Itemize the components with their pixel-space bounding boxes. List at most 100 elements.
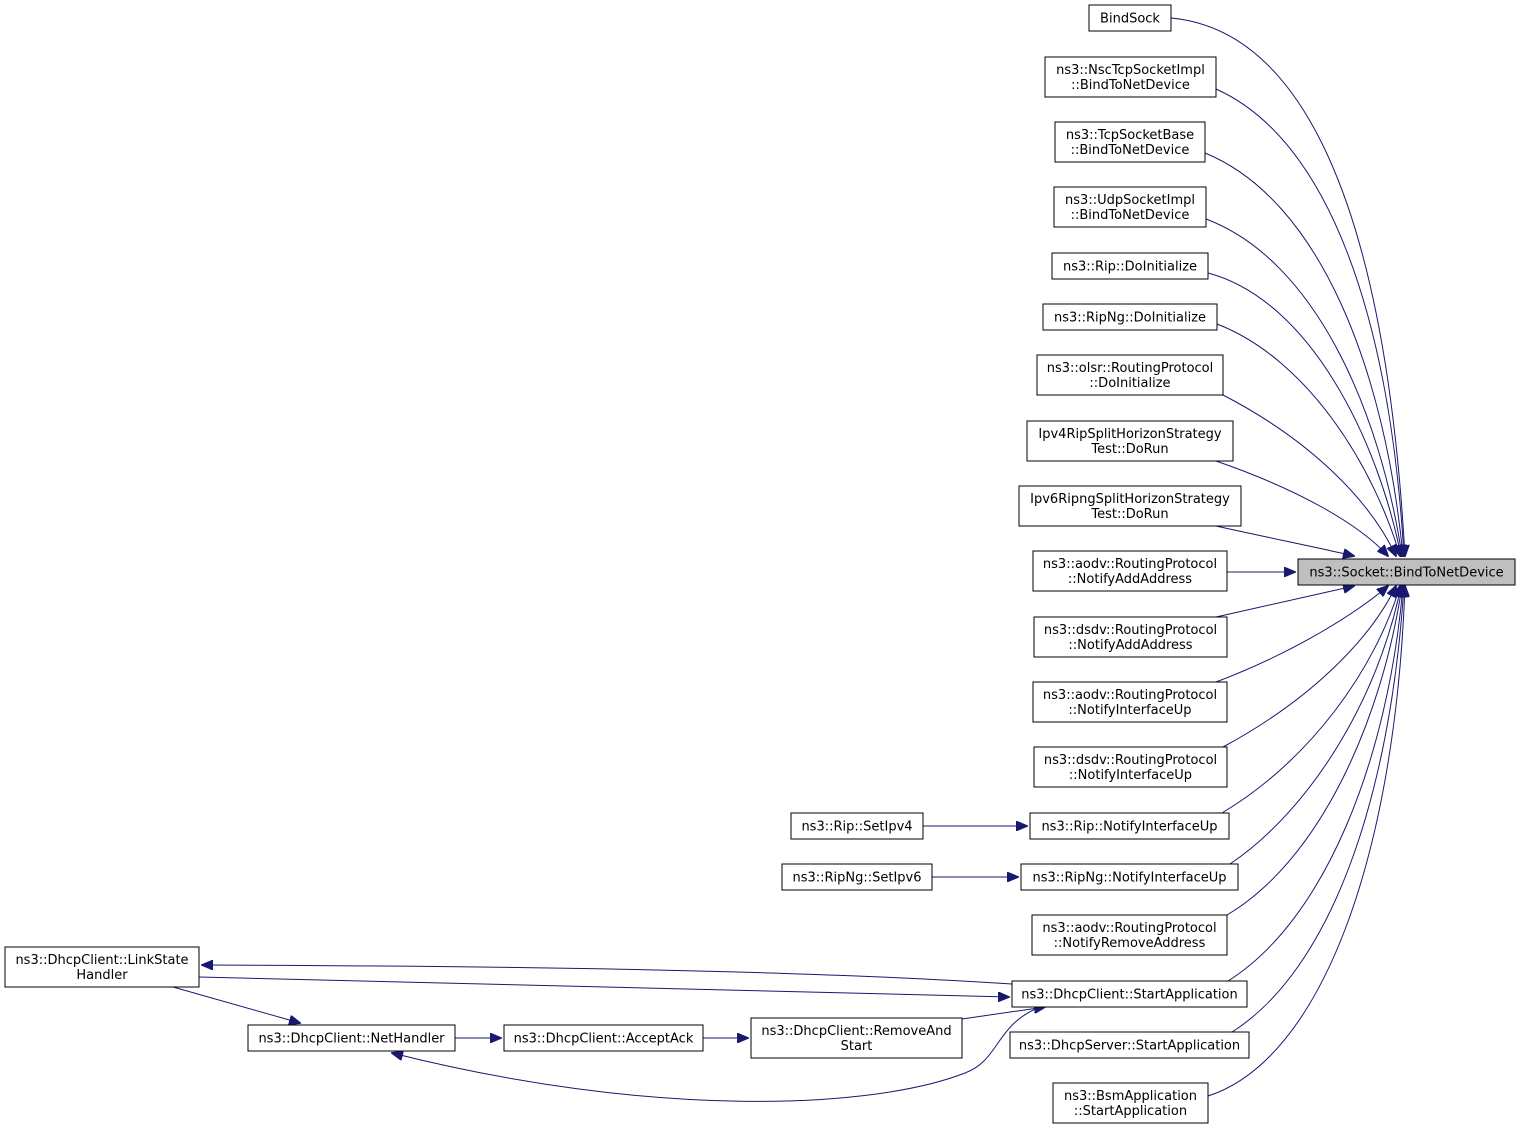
node-label: ns3::aodv::RoutingProtocol — [1043, 688, 1217, 703]
node-rip-doinit[interactable]: ns3::Rip::DoInitialize — [1051, 252, 1209, 280]
node-rip-ifup[interactable]: ns3::Rip::NotifyInterfaceUp — [1029, 812, 1230, 840]
node-box — [1009, 1031, 1250, 1059]
node-aodv-addaddr[interactable]: ns3::aodv::RoutingProtocol::NotifyAddAdd… — [1032, 550, 1228, 592]
node-rip-setipv4[interactable]: ns3::Rip::SetIpv4 — [790, 812, 924, 840]
node-label: ::BindToNetDevice — [1071, 78, 1190, 93]
edge-dhcp-linkstate-to-dhcpclient-start — [198, 976, 1009, 997]
node-box — [781, 863, 933, 891]
node-label: ::DoInitialize — [1089, 376, 1170, 391]
node-label: ns3::DhcpServer::StartApplication — [1019, 1039, 1240, 1054]
node-label: ns3::aodv::RoutingProtocol — [1043, 557, 1217, 572]
edge-bindsock-to-focus — [1170, 17, 1405, 556]
node-box — [750, 1017, 963, 1059]
edge-ipv4rip-dorun-to-focus — [1215, 460, 1388, 556]
node-box — [4, 946, 200, 988]
node-label: ns3::dsdv::RoutingProtocol — [1044, 623, 1217, 638]
node-ripng-doinit[interactable]: ns3::RipNg::DoInitialize — [1042, 303, 1218, 331]
node-label: ns3::RipNg::SetIpv6 — [792, 871, 921, 886]
node-label: ::NotifyInterfaceUp — [1069, 768, 1192, 783]
node-box — [1044, 56, 1217, 98]
node-label: Handler — [76, 968, 128, 983]
node-label: ::BindToNetDevice — [1071, 143, 1190, 158]
node-box — [1018, 485, 1242, 527]
node-udp-bind[interactable]: ns3::UdpSocketImpl::BindToNetDevice — [1053, 186, 1207, 228]
node-label: ns3::UdpSocketImpl — [1065, 193, 1195, 208]
node-box — [1052, 1082, 1209, 1124]
edge-dsdv-addaddr-to-focus — [1215, 586, 1354, 618]
node-label: ns3::DhcpClient::AcceptAck — [514, 1032, 694, 1047]
node-box — [790, 812, 924, 840]
node-nsc-tcp-bind[interactable]: ns3::NscTcpSocketImpl::BindToNetDevice — [1044, 56, 1217, 98]
edge-dhcpclient-start-to-focus — [1227, 586, 1403, 982]
node-box — [1029, 812, 1230, 840]
node-dhcp-nethandler[interactable]: ns3::DhcpClient::NetHandler — [247, 1024, 456, 1052]
edge-ripng-ifup-to-focus — [1229, 586, 1401, 865]
node-box — [1297, 558, 1516, 586]
node-dsdv-addaddr[interactable]: ns3::dsdv::RoutingProtocol::NotifyAddAdd… — [1033, 616, 1228, 658]
node-dsdv-ifup[interactable]: ns3::dsdv::RoutingProtocol::NotifyInterf… — [1033, 746, 1228, 788]
node-box — [1088, 4, 1172, 32]
edge-rip-doinit-to-focus — [1207, 272, 1401, 556]
node-label: ns3::RipNg::NotifyInterfaceUp — [1032, 871, 1226, 886]
node-ripng-ifup[interactable]: ns3::RipNg::NotifyInterfaceUp — [1020, 863, 1239, 891]
node-label: ::NotifyAddAddress — [1068, 638, 1192, 653]
node-label: BindSock — [1100, 12, 1160, 27]
node-label: ns3::RipNg::DoInitialize — [1054, 311, 1206, 326]
node-label: ns3::Rip::DoInitialize — [1063, 260, 1197, 275]
edge-ipv6ripng-dorun-to-focus — [1215, 525, 1354, 556]
node-box — [1020, 863, 1239, 891]
node-olsr-doinit[interactable]: ns3::olsr::RoutingProtocol::DoInitialize — [1036, 354, 1224, 396]
node-ripng-setipv6[interactable]: ns3::RipNg::SetIpv6 — [781, 863, 933, 891]
node-label: ns3::aodv::RoutingProtocol — [1042, 921, 1216, 936]
edge-udp-bind-to-focus — [1205, 218, 1402, 556]
node-label: ns3::DhcpClient::StartApplication — [1021, 988, 1237, 1003]
edge-dhcpclient-start-to-dhcp-linkstate — [202, 965, 1013, 985]
edge-dhcpserver-start-to-focus — [1231, 586, 1404, 1033]
node-label: ns3::DhcpClient::LinkState — [15, 953, 188, 968]
edge-dhcp-linkstate-to-dhcp-nethandler — [172, 986, 300, 1023]
node-box — [1033, 616, 1228, 658]
node-label: Start — [841, 1039, 873, 1054]
node-label: ns3::dsdv::RoutingProtocol — [1044, 753, 1217, 768]
node-label: ns3::Rip::NotifyInterfaceUp — [1041, 820, 1217, 835]
node-label: Test::DoRun — [1090, 442, 1168, 457]
node-focus[interactable]: ns3::Socket::BindToNetDevice — [1297, 558, 1516, 586]
node-label: ns3::TcpSocketBase — [1066, 128, 1194, 143]
node-box — [1011, 980, 1248, 1008]
node-label: ns3::BsmApplication — [1064, 1089, 1197, 1104]
node-box — [1033, 746, 1228, 788]
node-bindsock[interactable]: BindSock — [1088, 4, 1172, 32]
node-label: Test::DoRun — [1090, 507, 1168, 522]
focus-node-label: ns3::Socket::BindToNetDevice — [1309, 566, 1503, 581]
node-aodv-ifup[interactable]: ns3::aodv::RoutingProtocol::NotifyInterf… — [1032, 681, 1228, 723]
node-box — [1051, 252, 1209, 280]
node-box — [1031, 914, 1228, 956]
node-box — [1054, 121, 1206, 163]
node-dhcp-acceptack[interactable]: ns3::DhcpClient::AcceptAck — [503, 1024, 704, 1052]
edge-bsm-start-to-focus — [1207, 586, 1405, 1097]
node-label: ::NotifyRemoveAddress — [1054, 936, 1206, 951]
node-box — [1032, 550, 1228, 592]
edge-rip-ifup-to-focus — [1221, 586, 1400, 814]
node-dhcpclient-start[interactable]: ns3::DhcpClient::StartApplication — [1011, 980, 1248, 1008]
node-box — [1042, 303, 1218, 331]
node-bsm-start[interactable]: ns3::BsmApplication::StartApplication — [1052, 1082, 1209, 1124]
node-box — [247, 1024, 456, 1052]
edge-dhcp-removeandstart-to-dhcpclient-start — [961, 1007, 1045, 1020]
node-dhcpserver-start[interactable]: ns3::DhcpServer::StartApplication — [1009, 1031, 1250, 1059]
node-box — [1032, 681, 1228, 723]
node-label: ns3::olsr::RoutingProtocol — [1047, 361, 1214, 376]
node-box — [1053, 186, 1207, 228]
node-label: Ipv4RipSplitHorizonStrategy — [1038, 427, 1221, 442]
node-label: ::BindToNetDevice — [1071, 208, 1190, 223]
node-aodv-rmaddr[interactable]: ns3::aodv::RoutingProtocol::NotifyRemove… — [1031, 914, 1228, 956]
edge-aodv-ifup-to-focus — [1215, 586, 1388, 683]
node-label: ns3::DhcpClient::RemoveAnd — [761, 1024, 951, 1039]
edge-olsr-doinit-to-focus — [1222, 394, 1396, 556]
node-tcp-base-bind[interactable]: ns3::TcpSocketBase::BindToNetDevice — [1054, 121, 1206, 163]
